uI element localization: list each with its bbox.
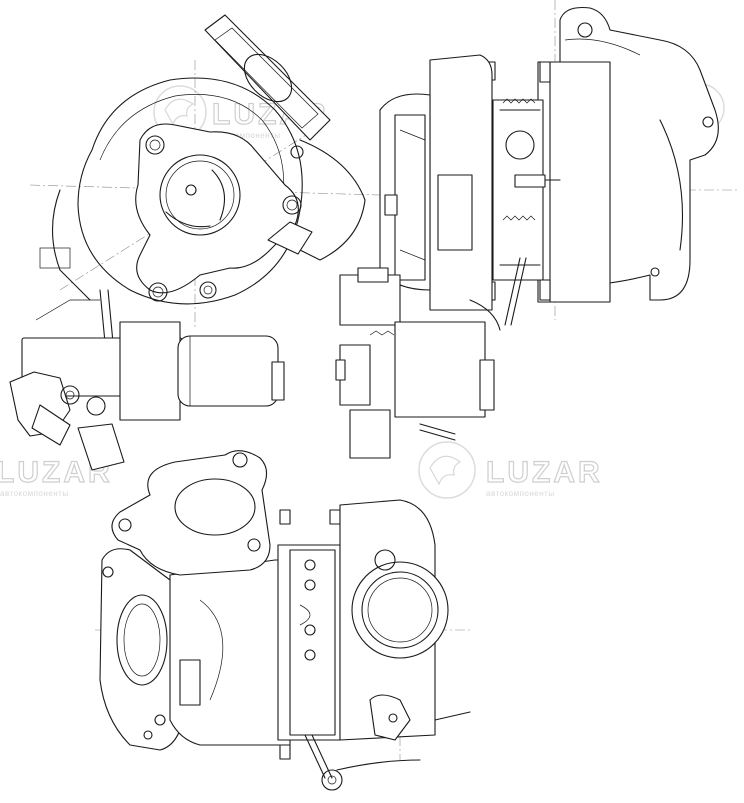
turbo-view-bottom xyxy=(95,450,471,791)
turbo-view-side xyxy=(335,0,740,459)
watermark-tagline-text: автокомпоненты xyxy=(0,489,69,498)
watermark-tagline-text: автокомпоненты xyxy=(486,489,555,498)
watermark-tagline-text: автокомпоненты xyxy=(212,131,281,140)
watermark-brand-text: LUZAR xyxy=(486,456,603,489)
watermark-center: LUZAR автокомпоненты xyxy=(418,441,603,499)
turbo-view-front xyxy=(9,14,381,471)
